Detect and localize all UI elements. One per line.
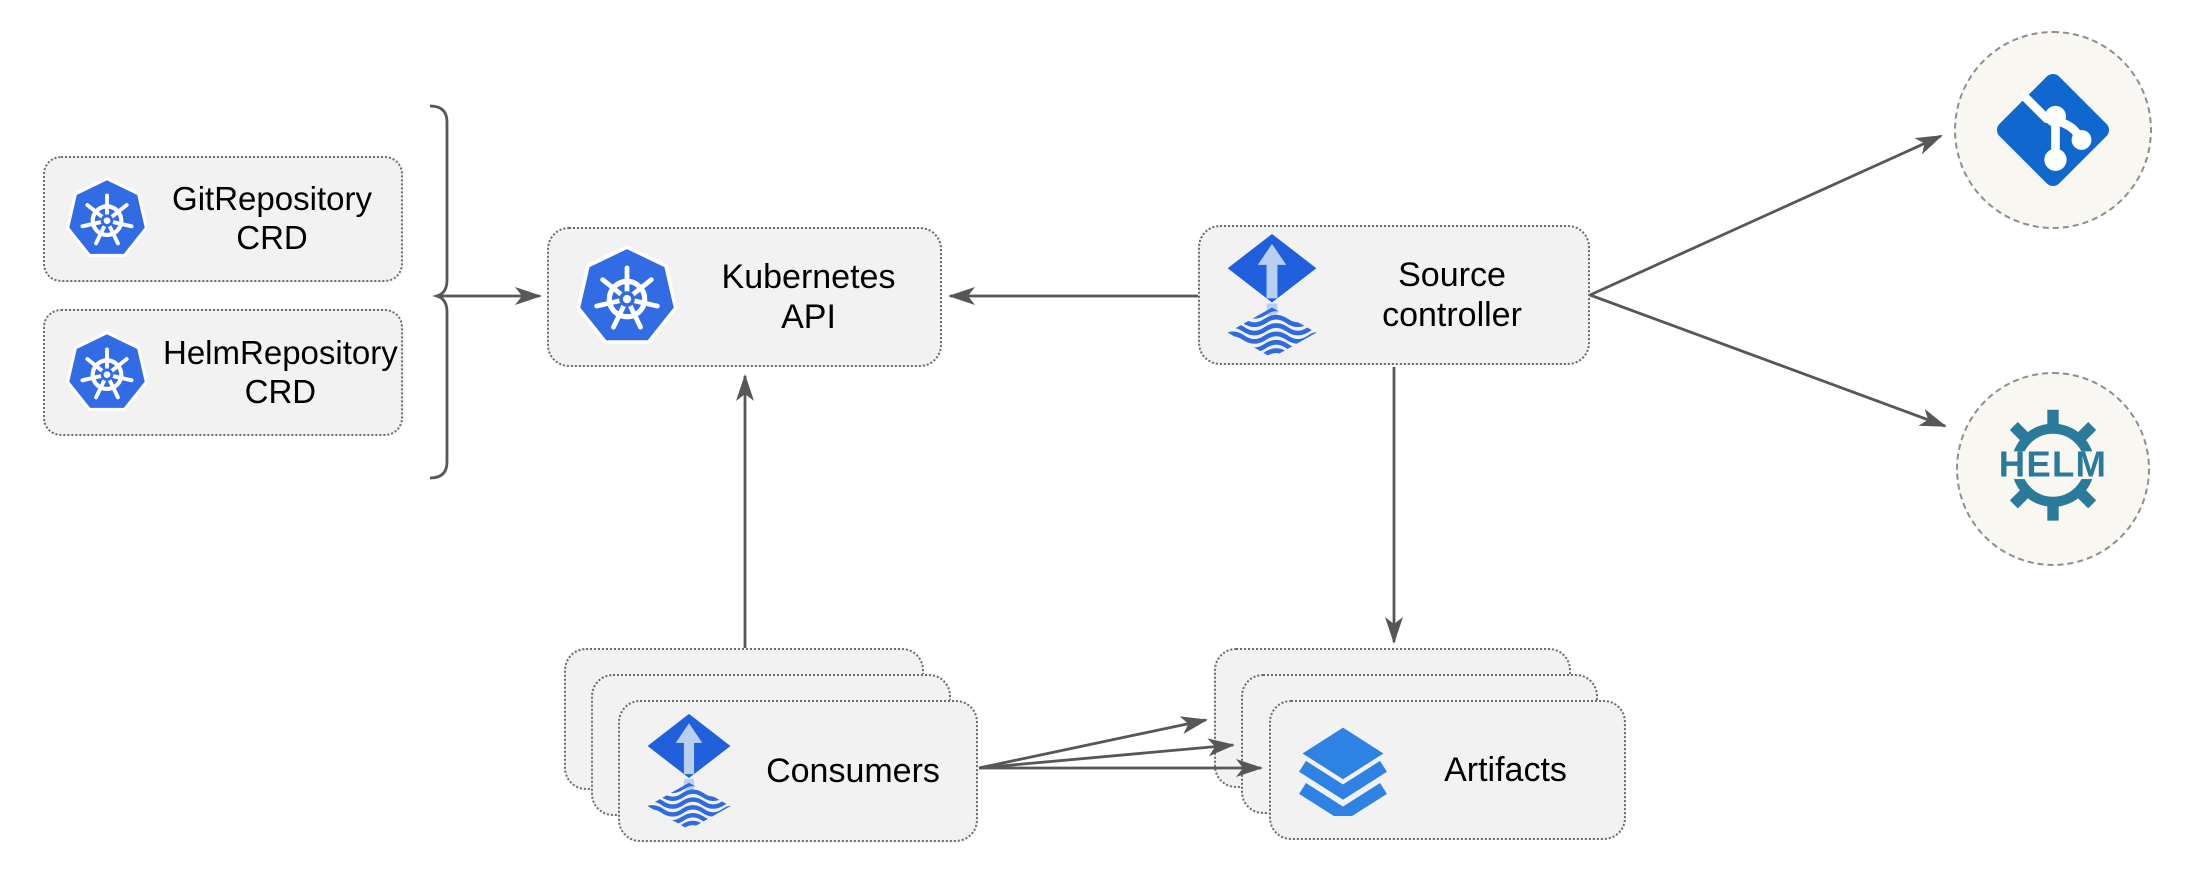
layers-icon [1297, 724, 1389, 816]
source-controller-line1: Source [1398, 255, 1506, 294]
gitrepository-crd-line1: GitRepository [172, 180, 372, 218]
node-label: HelmRepository CRD [163, 334, 398, 412]
flux-icon [646, 712, 732, 830]
stack-artifacts: Artifacts [1214, 648, 1626, 840]
node-kubernetes-api: Kubernetes API [547, 227, 942, 367]
helmrepository-crd-line1: HelmRepository [163, 333, 398, 371]
arrow-consumers-to-artifacts-back [978, 716, 1208, 770]
node-label: GitRepository CRD [163, 180, 381, 258]
gitrepository-crd-line2: CRD [236, 219, 308, 256]
arrow-source-to-helm [1589, 293, 1947, 428]
kubernetes-icon [575, 245, 679, 349]
stack-consumers: Consumers [564, 648, 978, 842]
flux-icon [1226, 232, 1318, 358]
endpoint-git [1954, 31, 2152, 229]
kubernetes-icon [65, 331, 149, 415]
source-controller-line2: controller [1382, 296, 1522, 334]
helm-icon [1990, 406, 2116, 532]
kubernetes-icon [65, 177, 149, 261]
node-label: Consumers [766, 751, 940, 790]
arrow-source-to-git [1589, 134, 1943, 297]
endpoint-helm [1956, 372, 2150, 566]
node-helmrepository-crd: HelmRepository CRD [43, 309, 403, 436]
node-consumers: Consumers [618, 700, 978, 842]
node-gitrepository-crd: GitRepository CRD [43, 156, 403, 282]
bracket-crds [429, 104, 449, 480]
node-artifacts: Artifacts [1269, 700, 1626, 840]
node-label: Kubernetes API [721, 257, 896, 336]
helmrepository-crd-line2: CRD [244, 372, 317, 410]
node-label: Source controller [1342, 255, 1562, 335]
git-icon [1991, 68, 2115, 192]
node-label: Artifacts [1444, 750, 1567, 789]
node-source-controller: Source controller [1198, 225, 1590, 365]
arrow-consumers-to-artifacts-middle [978, 738, 1235, 770]
